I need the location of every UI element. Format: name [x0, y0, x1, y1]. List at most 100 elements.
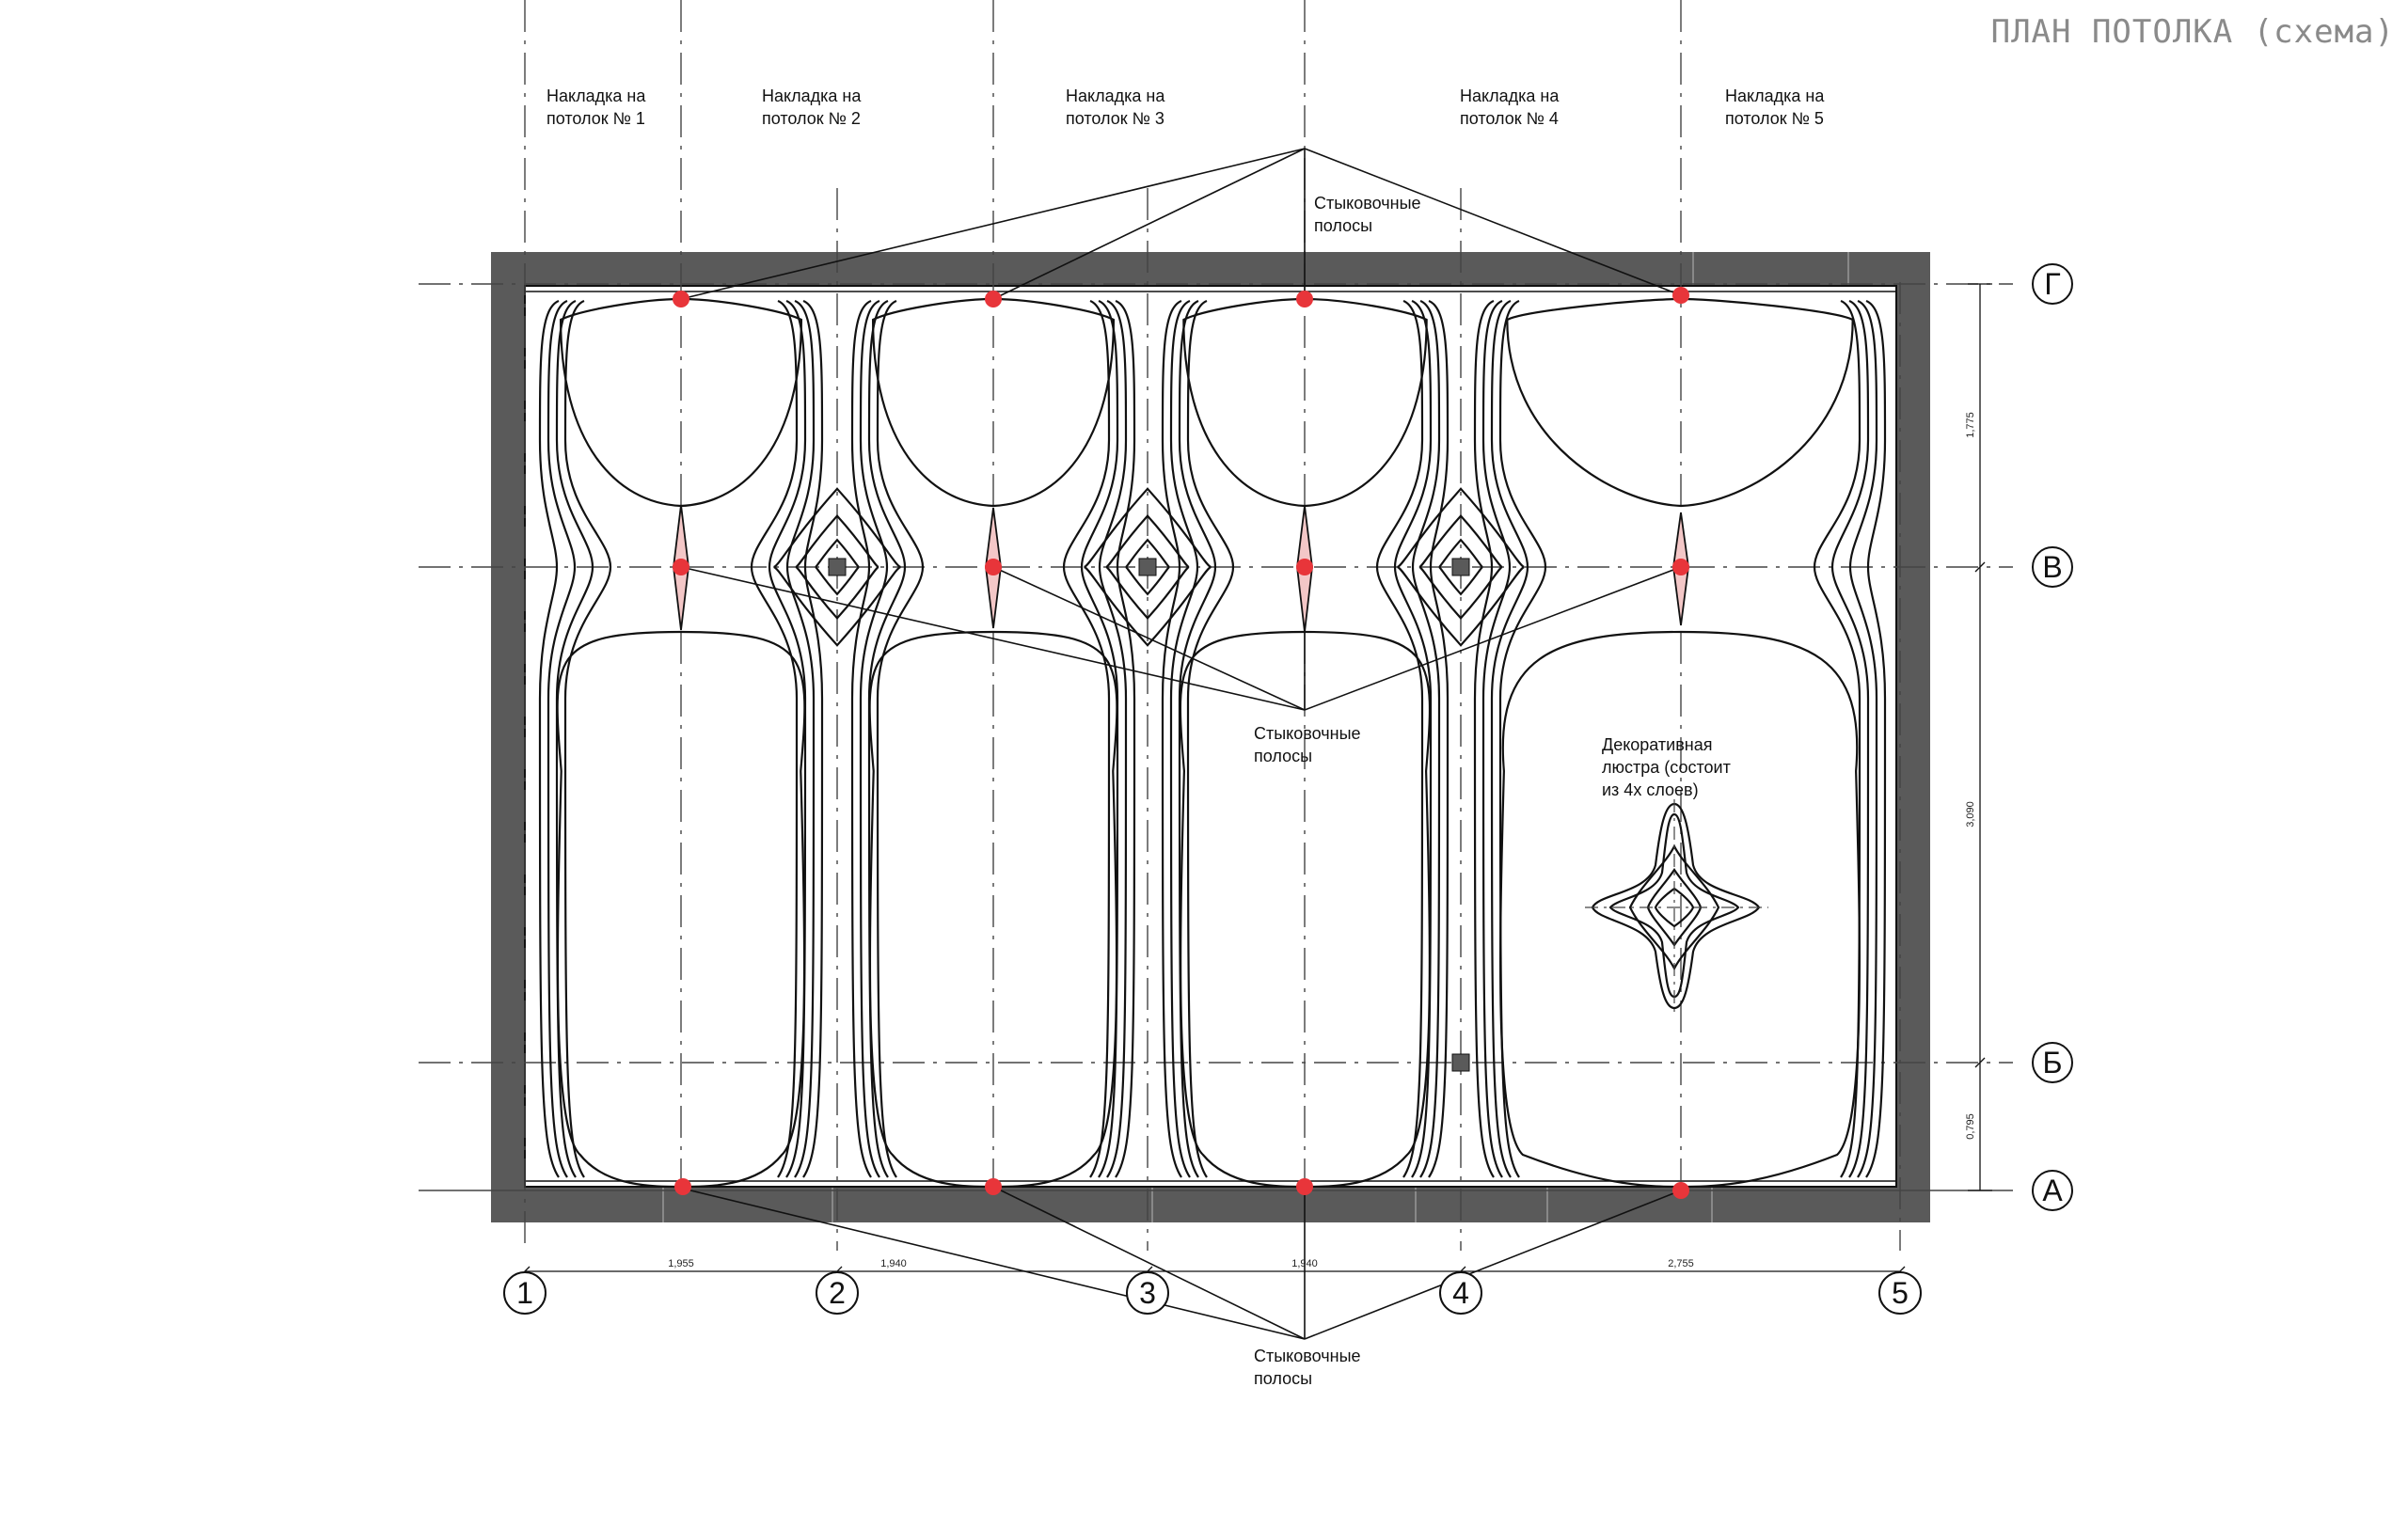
rib-right-2-2 — [1080, 299, 1119, 1178]
upper-bowl-1 — [559, 297, 803, 508]
axis-marker-col-1: 1 — [503, 1271, 547, 1315]
rib-left-4-3 — [1498, 299, 1547, 1178]
fixture-square-3 — [1451, 558, 1470, 576]
rib-right-3-2 — [1393, 299, 1433, 1178]
axis-marker-col-3: 3 — [1126, 1271, 1169, 1315]
rib-left-1-1 — [547, 299, 577, 1178]
wall-right — [1896, 252, 1930, 1222]
panel-label-2b: потолок № 2 — [762, 109, 861, 128]
inner-frame — [524, 285, 1897, 1188]
panel-label-3b: потолок № 3 — [1066, 109, 1164, 128]
dim-v-1: 1,775 — [1965, 412, 1976, 438]
dimension-vertical: 1,775 3,090 0,795 — [1965, 283, 1992, 1191]
leader-lines — [680, 148, 1682, 1340]
rib-right-1-0 — [802, 299, 824, 1178]
eye-3-1 — [1418, 513, 1503, 621]
upper-bowl-4 — [1506, 297, 1854, 508]
walls — [491, 252, 1930, 1222]
rib-right-3-0 — [1428, 299, 1450, 1178]
rib-left-3-3 — [1186, 299, 1235, 1178]
axis-rows: Г В Б А — [2032, 263, 2073, 1211]
rib-left-3-2 — [1178, 299, 1217, 1178]
rib-left-1-3 — [563, 299, 612, 1178]
chandelier-label-3: из 4х слоев) — [1602, 780, 1699, 799]
rib-right-3-3 — [1375, 299, 1424, 1178]
dim-v-3: 0,795 — [1965, 1113, 1976, 1140]
rib-left-4-0 — [1473, 299, 1495, 1178]
rib-left-1-0 — [538, 299, 560, 1178]
axis-columns: 1 2 3 4 5 — [503, 1271, 1922, 1315]
chandelier-icon — [1585, 799, 1768, 1016]
fixture-square-1 — [828, 558, 847, 576]
upper-bowl-3 — [1182, 297, 1428, 508]
eye-1-1 — [795, 513, 879, 621]
rib-right-4-2 — [1830, 299, 1870, 1178]
dim-h-1: 1,955 — [668, 1258, 694, 1269]
axis-marker-row-g: Г — [2032, 263, 2073, 305]
fixture-squares — [828, 558, 1470, 1072]
panel-label-5b: потолок № 5 — [1725, 109, 1824, 128]
rib-left-1-2 — [555, 299, 594, 1178]
axis-marker-row-a: А — [2032, 1170, 2073, 1211]
joint-label-mid-1: Стыковочные — [1254, 724, 1361, 743]
joint-markers — [673, 287, 1689, 1199]
rib-left-4-2 — [1490, 299, 1529, 1178]
rib-left-3-1 — [1169, 299, 1199, 1178]
panel-label-4a: Накладка на — [1460, 87, 1560, 105]
chandelier-label-2: люстра (состоит — [1602, 758, 1731, 777]
wall-bottom — [491, 1187, 1930, 1222]
joint-label-top-1: Стыковочные — [1314, 194, 1421, 213]
lower-bowl-4 — [1499, 630, 1861, 1189]
rib-right-4-3 — [1813, 299, 1861, 1178]
wall-left — [491, 252, 525, 1222]
svg-text:В: В — [2042, 550, 2062, 584]
panel-label-2a: Накладка на — [762, 87, 862, 105]
svg-text:5: 5 — [1892, 1276, 1909, 1310]
rib-left-2-0 — [850, 299, 872, 1178]
dim-h-3: 1,940 — [1291, 1258, 1318, 1269]
axis-marker-row-b: Б — [2032, 1042, 2073, 1083]
axis-marker-col-2: 2 — [816, 1271, 859, 1315]
svg-text:А: А — [2042, 1174, 2063, 1207]
rib-right-1-1 — [785, 299, 816, 1178]
joint-label-mid-2: полосы — [1254, 747, 1312, 765]
panel-labels: Накладка на потолок № 1 Накладка на пото… — [547, 87, 1825, 128]
dim-h-2: 1,940 — [880, 1258, 907, 1269]
panel-label-5a: Накладка на — [1725, 87, 1825, 105]
grid-lines — [419, 0, 2013, 1251]
rib-left-2-1 — [859, 299, 889, 1178]
rib-right-2-0 — [1115, 299, 1136, 1178]
rib-left-2-2 — [867, 299, 907, 1178]
rib-right-1-2 — [768, 299, 807, 1178]
eye-3-2 — [1396, 487, 1526, 647]
rib-right-3-1 — [1411, 299, 1441, 1178]
axis-marker-col-4: 4 — [1439, 1271, 1482, 1315]
joint-label-top-2: полосы — [1314, 216, 1372, 235]
svg-text:2: 2 — [829, 1276, 846, 1310]
fixture-square-2 — [1138, 558, 1157, 576]
wall-top — [491, 252, 1930, 286]
rib-left-4-1 — [1481, 299, 1512, 1178]
panel-label-1a: Накладка на — [547, 87, 646, 105]
panel-label-3a: Накладка на — [1066, 87, 1165, 105]
svg-text:3: 3 — [1139, 1276, 1156, 1310]
eye-2-0 — [1125, 538, 1170, 596]
eye-3-0 — [1438, 538, 1483, 596]
joint-label-bot-1: Стыковочные — [1254, 1347, 1361, 1365]
rib-left-2-3 — [876, 299, 925, 1178]
eye-2-2 — [1083, 487, 1212, 647]
chandelier-label-1: Декоративная — [1602, 735, 1712, 754]
plan-title: ПЛАН ПОТОЛКА (схема) — [1991, 13, 2395, 51]
eye-1-0 — [815, 538, 860, 596]
rib-right-2-3 — [1062, 299, 1111, 1178]
dimension-horizontal: 1,955 1,940 1,940 2,755 — [519, 1258, 1906, 1277]
panel-label-1b: потолок № 1 — [547, 109, 645, 128]
chandelier-label: Декоративная люстра (состоит из 4х слоев… — [1602, 735, 1731, 799]
rib-right-2-1 — [1098, 299, 1128, 1178]
rib-left-3-0 — [1161, 299, 1182, 1178]
svg-text:Г: Г — [2044, 267, 2060, 301]
dim-h-4: 2,755 — [1668, 1258, 1694, 1269]
fixture-square-4 — [1451, 1053, 1470, 1072]
rib-right-1-3 — [750, 299, 799, 1178]
